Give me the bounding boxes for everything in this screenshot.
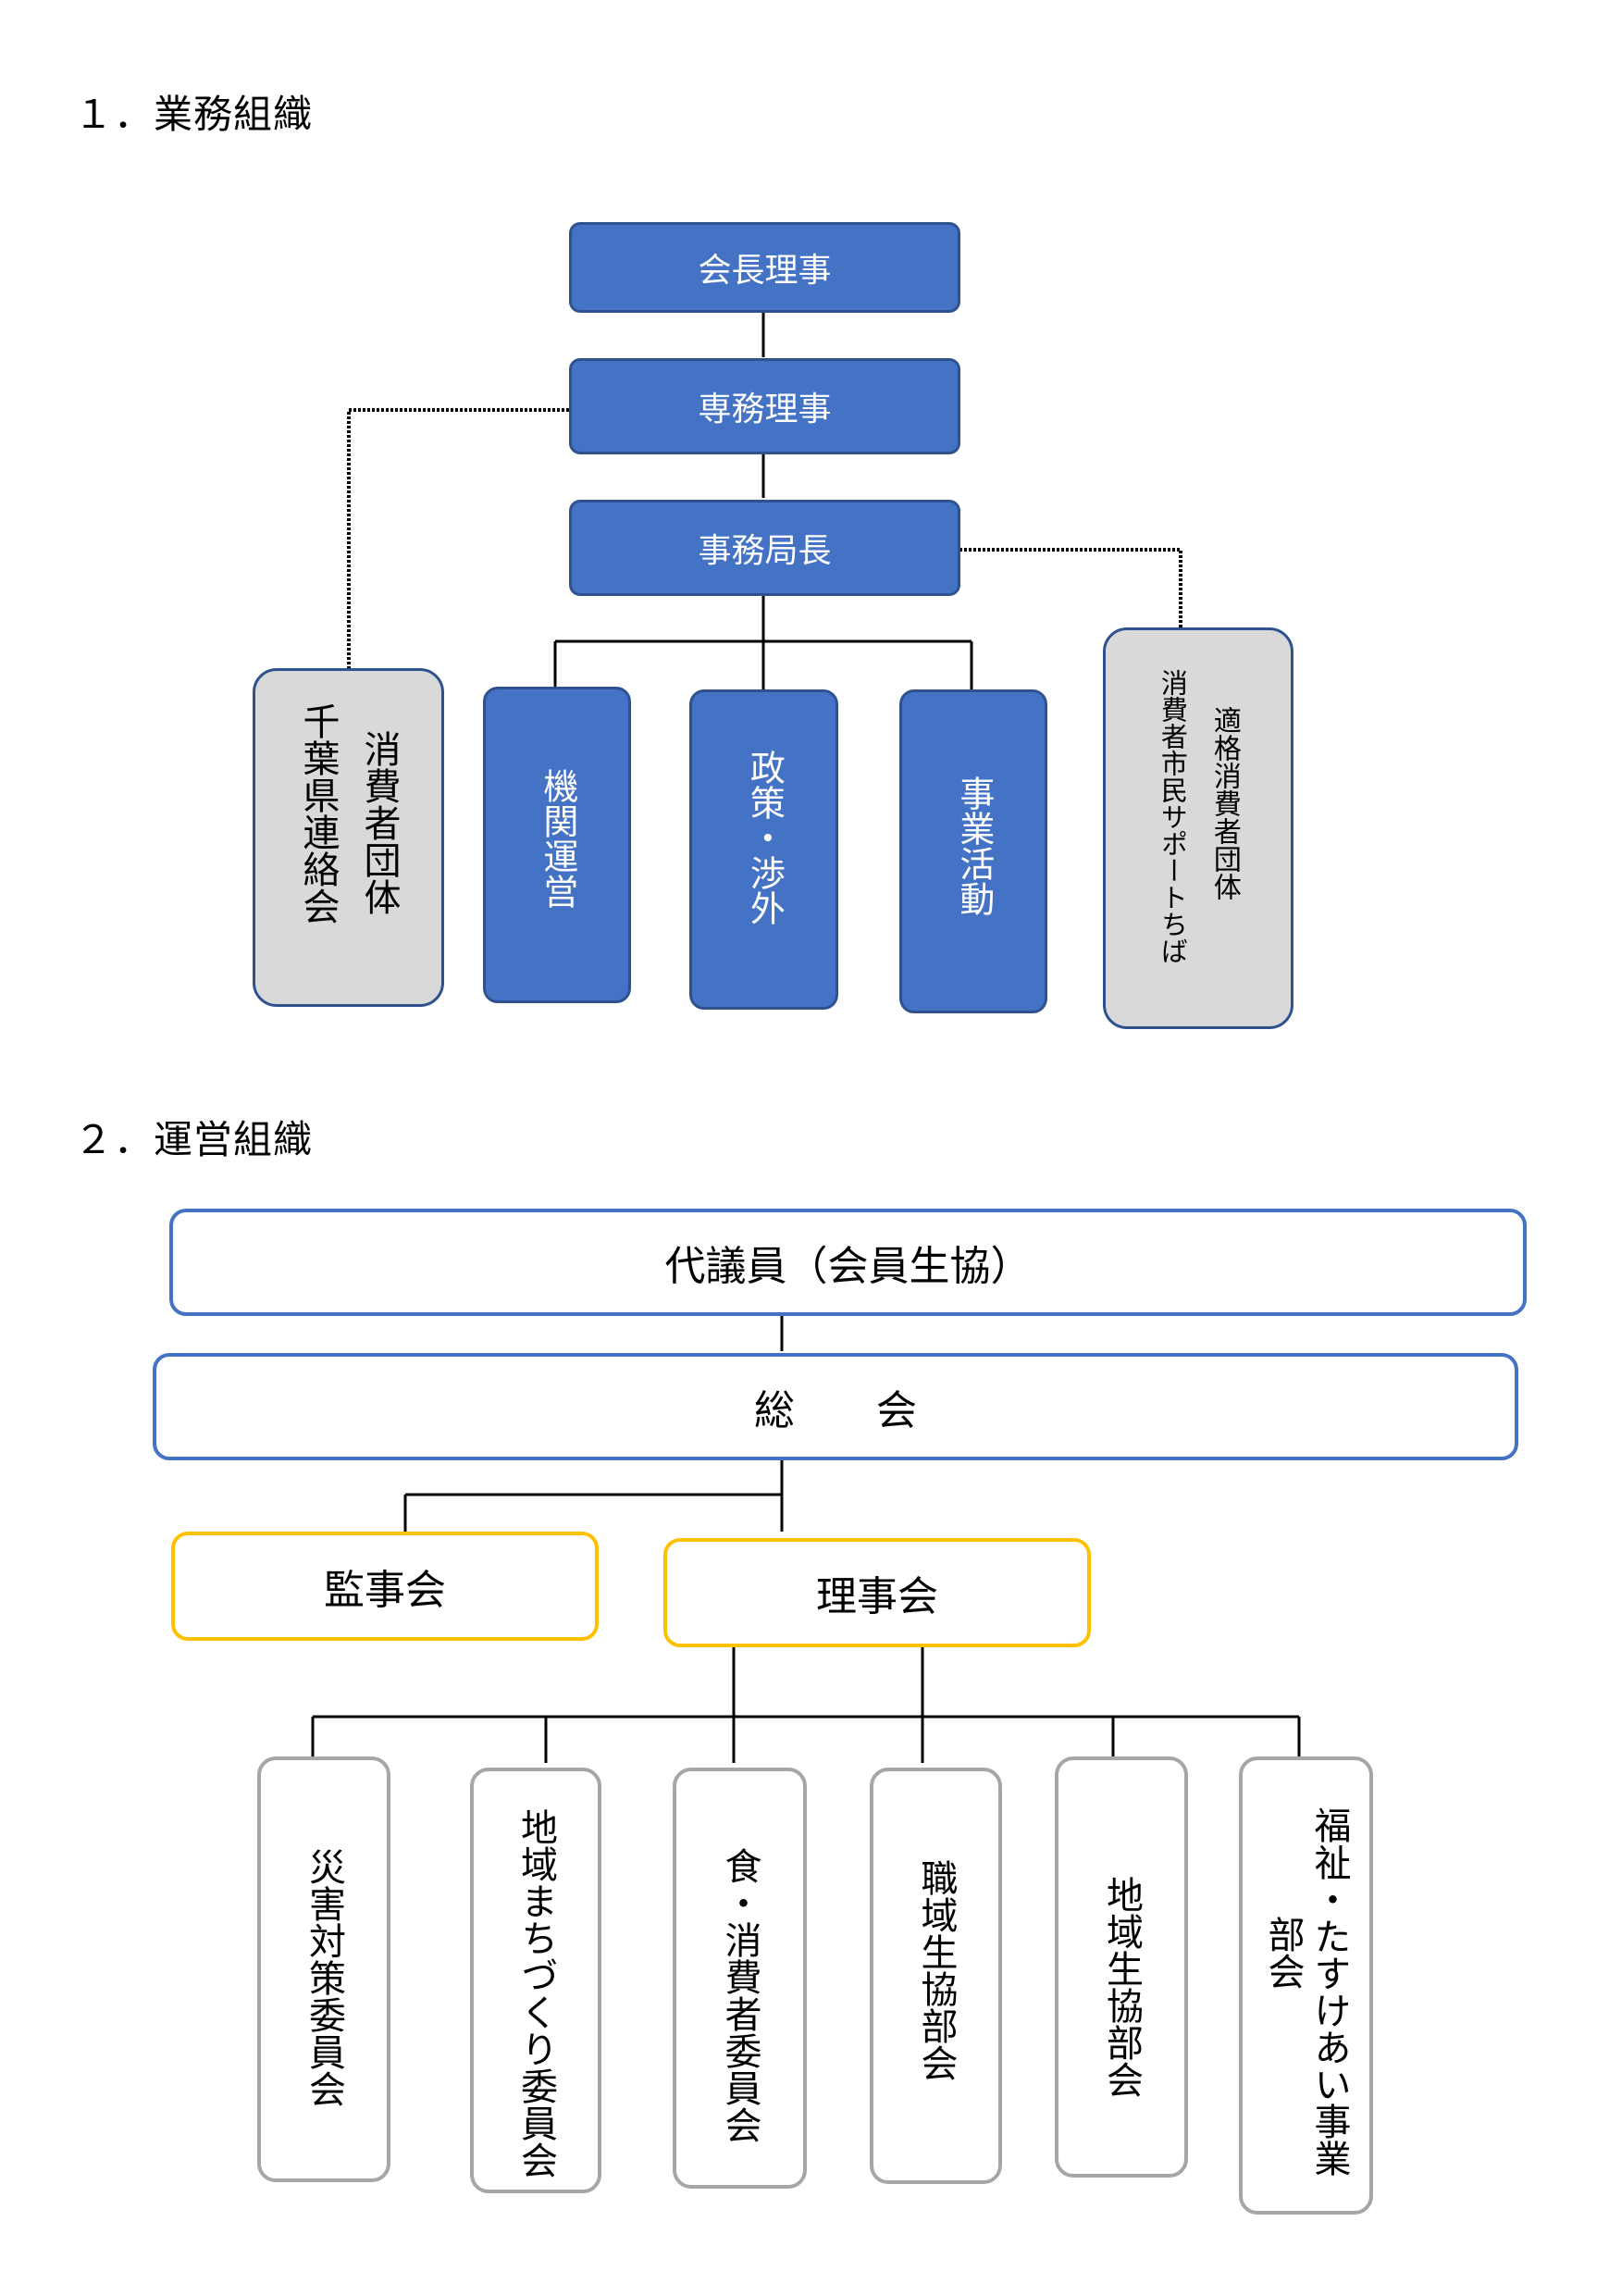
auditors-label: 監事会 bbox=[324, 1567, 446, 1614]
delegates-box: 代議員（会員生協） bbox=[169, 1209, 1527, 1316]
section-1-heading: １．業務組織 bbox=[74, 92, 314, 137]
department-label: 機関運営 bbox=[537, 768, 578, 909]
section-2-heading: ２．運営組織 bbox=[74, 1117, 314, 1162]
committee-welfare: 福祉・たすけあい事業 部会 bbox=[1239, 1756, 1373, 2215]
chiba-liaison-box: 消費者団体 千葉県連絡会 bbox=[253, 668, 444, 1007]
committee-community-coop: 地域生協部会 bbox=[1055, 1756, 1188, 2178]
chairman-box: 会長理事 bbox=[569, 222, 960, 313]
board-box: 理事会 bbox=[663, 1538, 1091, 1647]
committee-label: 福祉・たすけあい事業 bbox=[1307, 1806, 1351, 2177]
committee-label: 職域生協部会 bbox=[914, 1859, 958, 2081]
chiba-liaison-line1: 消費者団体 bbox=[357, 730, 401, 915]
consumer-support-line2: 消費者市民サポートちば bbox=[1157, 669, 1189, 964]
consumer-support-line1: 適格消費者団体 bbox=[1207, 706, 1241, 900]
committee-community: 地域まちづくり委員会 bbox=[470, 1768, 601, 2193]
committee-label-line2: 部会 bbox=[1261, 1916, 1305, 1990]
chairman-label: 会長理事 bbox=[698, 252, 832, 290]
department-label: 事業活動 bbox=[953, 776, 995, 916]
department-box-policy: 政策・渉外 bbox=[689, 689, 838, 1010]
executive-director-label: 専務理事 bbox=[698, 391, 832, 428]
department-box-general-affairs: 機関運営 bbox=[483, 687, 631, 1003]
committee-label: 地域生協部会 bbox=[1100, 1876, 1143, 2098]
consumer-support-box: 適格消費者団体 消費者市民サポートちば bbox=[1103, 627, 1293, 1029]
executive-director-box: 専務理事 bbox=[569, 358, 960, 454]
committee-workplace-coop: 職域生協部会 bbox=[870, 1768, 1002, 2184]
secretary-general-box: 事務局長 bbox=[569, 500, 960, 596]
chiba-liaison-line2: 千葉県連絡会 bbox=[296, 702, 340, 925]
committee-food-consumer: 食・消費者委員会 bbox=[673, 1768, 807, 2189]
committee-disaster: 災害対策委員会 bbox=[257, 1756, 390, 2182]
committee-label: 災害対策委員会 bbox=[303, 1848, 345, 2107]
secretary-general-label: 事務局長 bbox=[698, 532, 832, 570]
committee-label: 食・消費者委員会 bbox=[718, 1847, 761, 2143]
auditors-box: 監事会 bbox=[171, 1532, 599, 1641]
delegates-label: 代議員（会員生協） bbox=[664, 1243, 1032, 1290]
department-box-business: 事業活動 bbox=[899, 689, 1047, 1013]
committee-label: 地域まちづくり委員会 bbox=[514, 1808, 557, 2178]
department-label: 政策・渉外 bbox=[744, 750, 786, 925]
board-label: 理事会 bbox=[816, 1573, 938, 1620]
general-assembly-box: 総 会 bbox=[153, 1353, 1518, 1460]
general-assembly-label: 総 会 bbox=[754, 1387, 917, 1434]
